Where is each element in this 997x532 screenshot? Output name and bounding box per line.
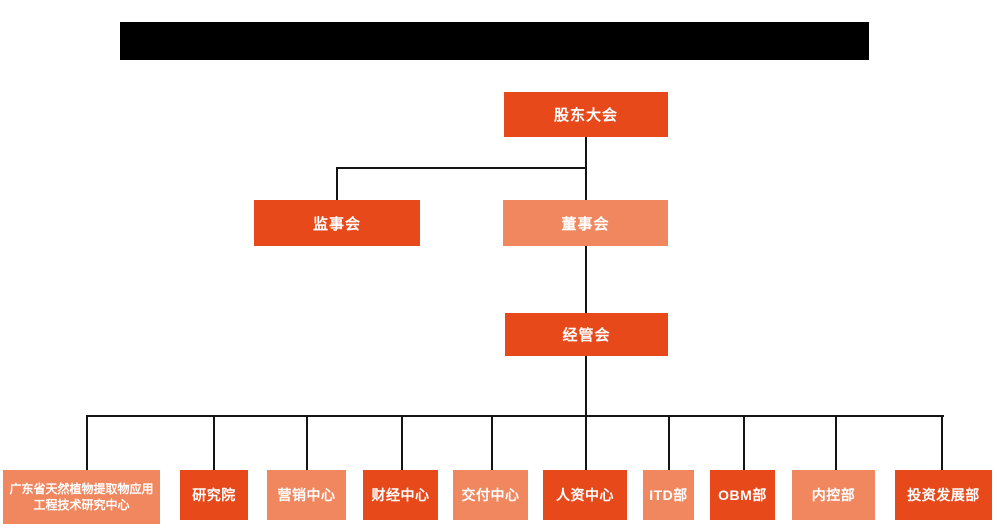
- connector-drop-dept-7: [743, 415, 745, 470]
- node-dept-itd: ITD部: [643, 470, 694, 520]
- redacted-title-bar: [120, 22, 869, 60]
- connector-drop-dept-0: [86, 415, 88, 470]
- connector-level2-horizontal: [336, 167, 587, 169]
- node-dept-delivery-center: 交付中心: [453, 470, 528, 520]
- connector-drop-dept-9: [941, 415, 943, 470]
- node-dept-marketing-center: 营销中心: [267, 470, 346, 520]
- connector-drop-dept-2: [306, 415, 308, 470]
- node-dept-hr-center: 人资中心: [543, 470, 627, 520]
- connector-management-stem: [585, 356, 587, 416]
- connector-drop-dept-8: [835, 415, 837, 470]
- node-board-of-directors: 董事会: [503, 200, 668, 246]
- node-supervisory-board: 监事会: [254, 200, 420, 246]
- node-dept-internal-control: 内控部: [792, 470, 875, 520]
- node-dept-finance-center: 财经中心: [363, 470, 438, 520]
- connector-drop-dept-1: [213, 415, 215, 470]
- connector-drop-dept-4: [491, 415, 493, 470]
- node-dept-obm: OBM部: [710, 470, 775, 520]
- node-management-committee: 经管会: [505, 313, 668, 356]
- connector-drop-dept-6: [668, 415, 670, 470]
- node-dept-research-institute: 研究院: [180, 470, 248, 520]
- node-dept-investment-development: 投资发展部: [895, 470, 992, 520]
- node-shareholders-meeting: 股东大会: [504, 92, 668, 137]
- connector-drop-dept-5: [585, 415, 587, 470]
- node-dept-research-center: 广东省天然植物提取物应用工程技术研究中心: [3, 470, 160, 524]
- connector-drop-dept-3: [401, 415, 403, 470]
- connector-board-to-management: [585, 246, 587, 313]
- connector-departments-horizontal: [86, 415, 944, 417]
- connector-drop-supervisory: [336, 167, 338, 200]
